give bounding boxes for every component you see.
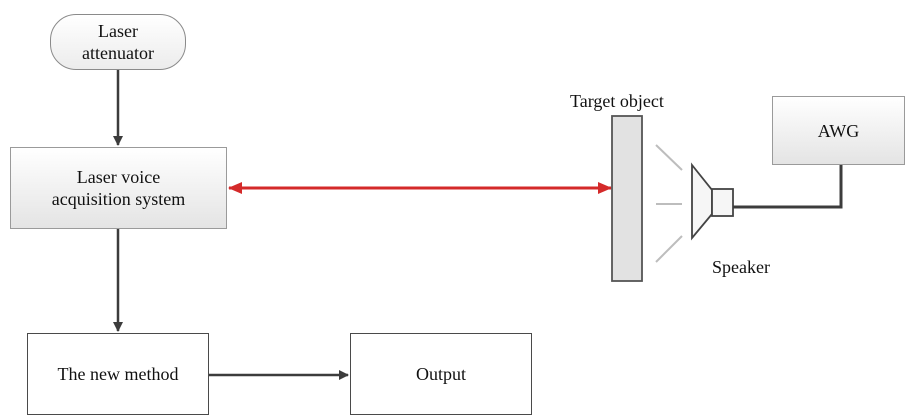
laser-attenuator-label: Laser attenuator bbox=[82, 21, 154, 63]
speaker-icon bbox=[691, 162, 734, 241]
awg-label: AWG bbox=[817, 120, 860, 141]
speaker-label: Speaker bbox=[712, 257, 770, 277]
sound-waves-icon bbox=[655, 144, 683, 263]
output-label: Output bbox=[415, 364, 466, 384]
awg-node: AWG bbox=[772, 96, 905, 165]
new-method-label: The new method bbox=[57, 364, 179, 384]
acquisition-system-node: Laser voice acquisition system bbox=[10, 147, 227, 229]
output-node: Output bbox=[350, 333, 532, 415]
acquisition-system-label: Laser voice acquisition system bbox=[51, 167, 186, 209]
laser-attenuator-node: Laser attenuator bbox=[50, 14, 186, 70]
speaker-awg-cable bbox=[733, 165, 843, 209]
target-object-plate bbox=[611, 115, 643, 282]
new-method-node: The new method bbox=[27, 333, 209, 415]
target-object-label: Target object bbox=[570, 91, 664, 111]
